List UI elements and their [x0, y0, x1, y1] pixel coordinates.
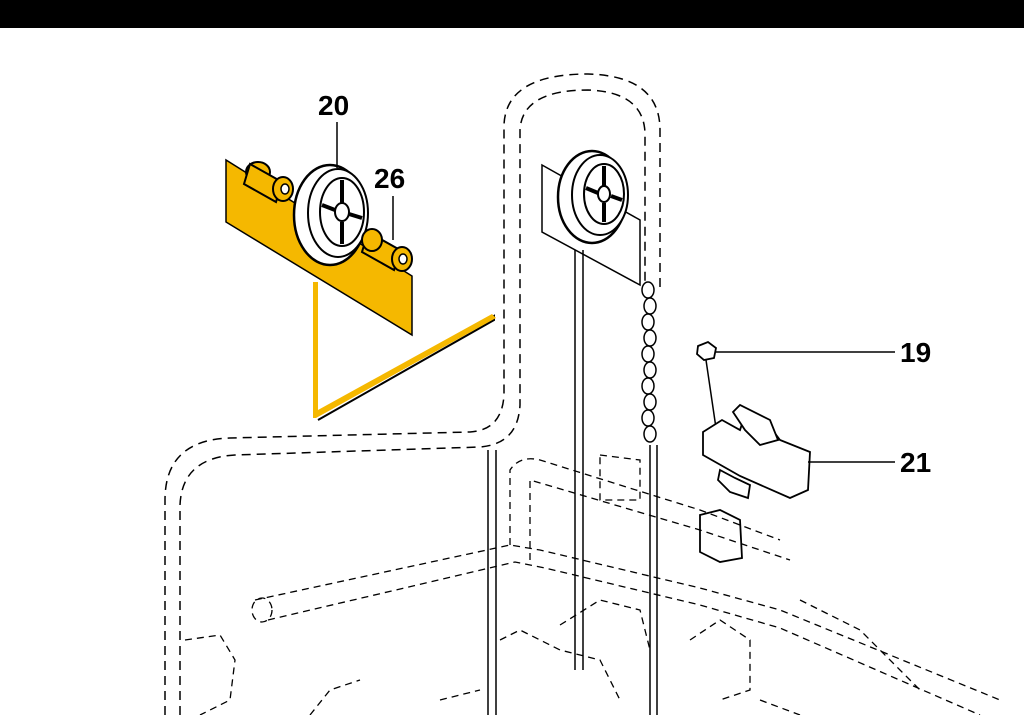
upper-pulley: [541, 149, 641, 287]
callout-21: 21: [900, 447, 931, 478]
callout-26: 26: [374, 163, 405, 194]
vertical-guides: [487, 250, 658, 715]
highlighted-pulley-assembly[interactable]: [225, 122, 496, 421]
spacer-left: [242, 161, 294, 204]
drive-chain: [641, 281, 657, 443]
callout-19: 19: [900, 337, 931, 368]
dashed-frame: [184, 454, 1001, 715]
dashed-belt: [164, 73, 661, 715]
header-bar: [0, 0, 1024, 28]
highlight-leader-fill: [313, 282, 496, 418]
callout-20: 20: [318, 90, 349, 121]
pulley-wheel-highlighted: [292, 163, 369, 267]
bolt-19: [696, 340, 895, 429]
spacer-right: [360, 228, 413, 272]
bracket-21: [699, 403, 895, 563]
